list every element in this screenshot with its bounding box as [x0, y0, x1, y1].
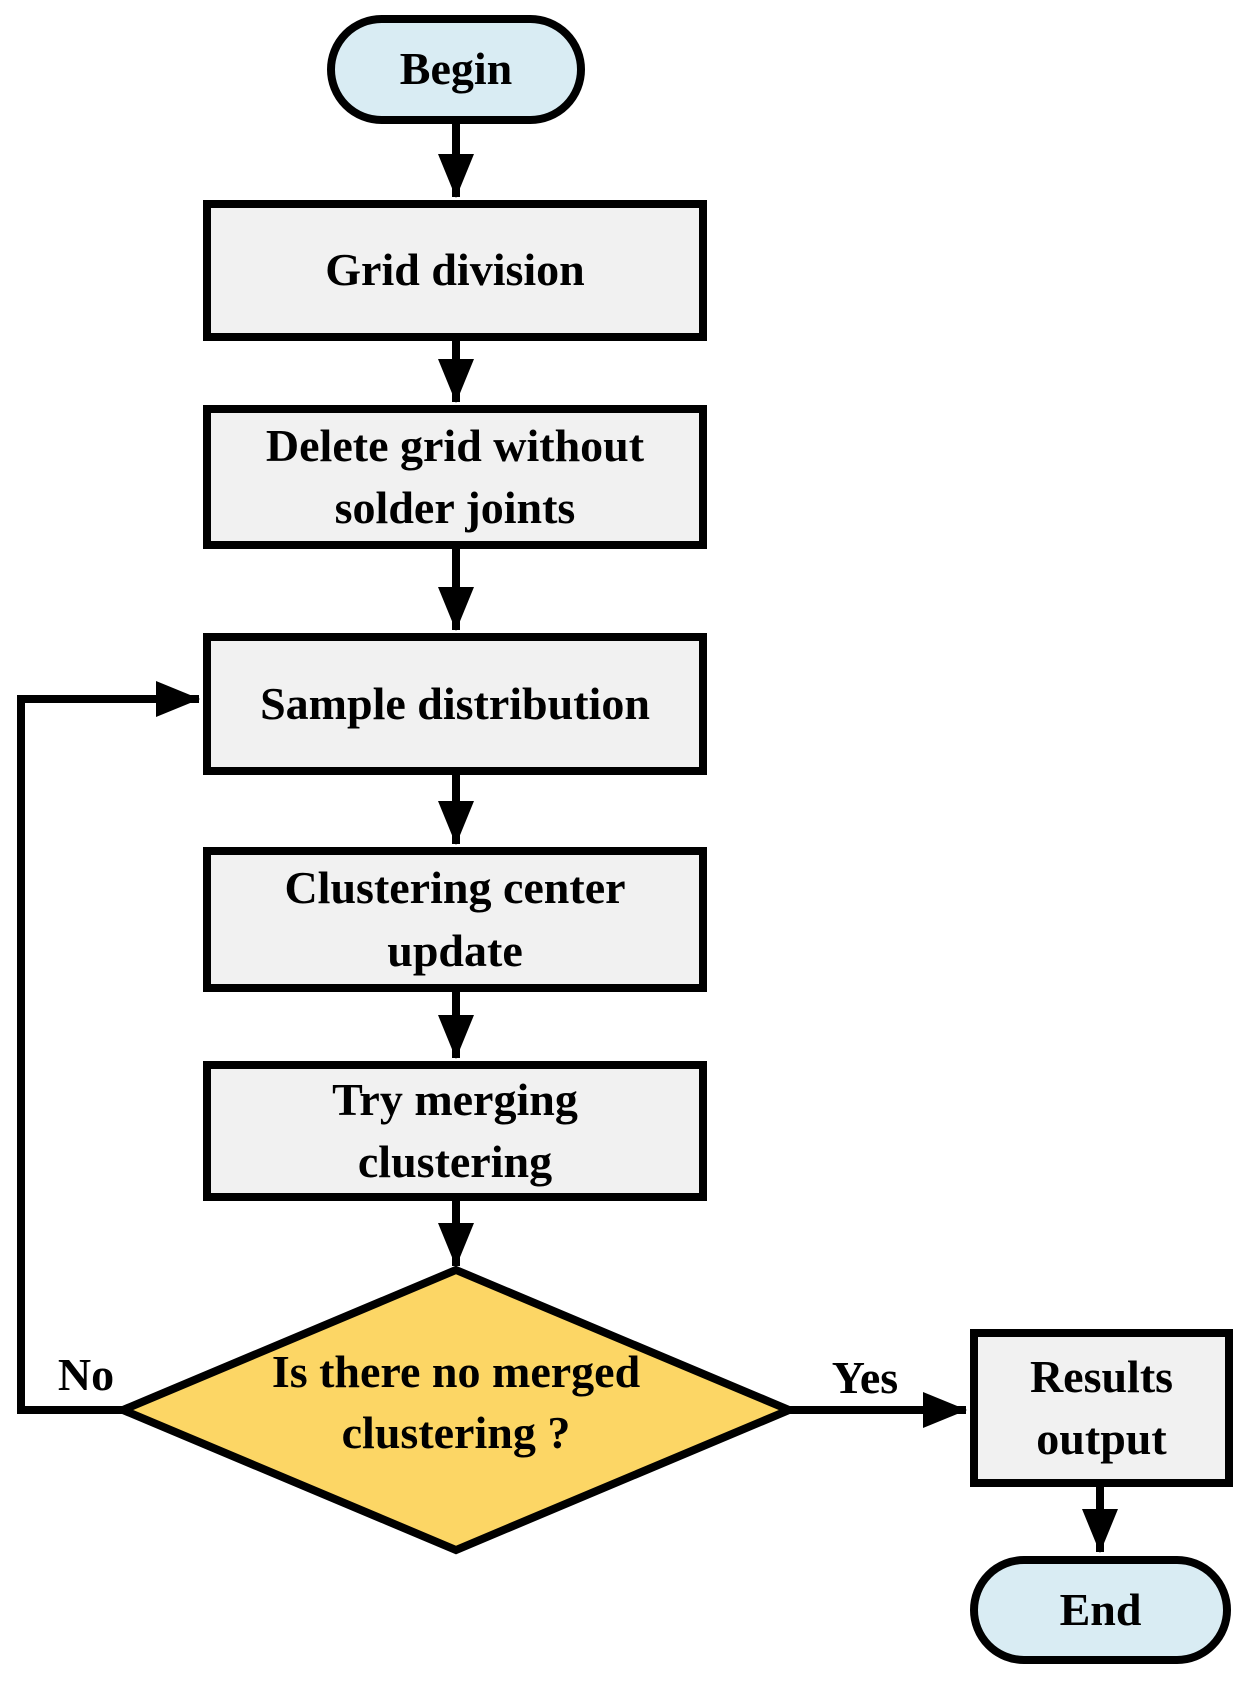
node-label-line: solder joints — [334, 482, 576, 533]
node-label-line: output — [1036, 1413, 1167, 1464]
end-label: End — [1059, 1583, 1142, 1635]
no-edge-label: No — [57, 1349, 115, 1400]
decision-node-label: Is there no merged clustering ? — [216, 1342, 696, 1463]
process-grid-division: Grid division — [203, 200, 707, 341]
node-label-line: Is there no merged — [271, 1346, 641, 1397]
node-label-line: Clustering center — [284, 862, 626, 914]
process-results-output: Results output — [970, 1329, 1233, 1487]
begin-node: Begin — [327, 15, 585, 124]
process-try-merging: Try merging clustering — [203, 1061, 707, 1201]
process-sample-distribution: Sample distribution — [203, 633, 707, 775]
node-label-line: update — [387, 924, 523, 976]
yes-edge-label: Yes — [831, 1352, 899, 1403]
arrow-decision-no-loop — [17, 681, 200, 1414]
process-delete-grid: Delete grid without solder joints — [203, 405, 707, 549]
node-label-line: clustering — [357, 1136, 553, 1187]
process-clustering-center-update: Clustering center update — [203, 847, 707, 992]
node-label-line: Grid division — [325, 244, 585, 296]
node-label-line: clustering ? — [341, 1406, 571, 1458]
node-label-line: Sample distribution — [260, 677, 650, 729]
node-label-line: Try merging — [332, 1073, 578, 1125]
node-label-line: Results — [1029, 1350, 1174, 1402]
end-node: End — [970, 1556, 1231, 1664]
begin-label: Begin — [399, 43, 513, 95]
node-label-line: Delete grid without — [265, 419, 645, 471]
